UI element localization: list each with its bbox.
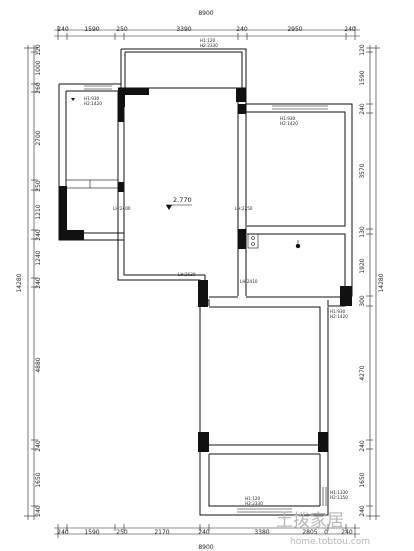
right-dim-seg-11: 240 [359,505,366,517]
bottom-dim-seg-8: 0 [324,529,328,536]
left-dim-seg-12: 1650 [35,472,42,487]
top-total-dim: 8900 [198,10,213,17]
right-dim-seg-10: 1650 [359,472,366,487]
beam-mid-label: LH:2630 [178,272,196,277]
bottom-dim-seg-2: 1590 [84,529,99,536]
columns [59,88,352,452]
right-total-dim: 14280 [378,273,385,292]
left-dim-seg-3: 260 [35,82,42,94]
right-dim-labels: 14280 120 1590 240 3570 130 1920 300 427… [359,44,385,517]
left-dim-seg-9: 240 [35,277,42,289]
left-window-h2: H2:1420 [84,101,102,106]
bottom-right-h1: H1:1330 [330,490,348,495]
top-window-h1: H1:120 [200,38,216,43]
bottom-dim-seg-4: 2170 [154,529,169,536]
bottom-dim-seg-6: 3380 [254,529,269,536]
beam-center-right-label: LH:2250 [235,206,253,211]
right-window-h1: H1:930 [280,116,296,121]
watermark-url: home.tobtou.com [290,537,370,547]
light-fixture-icon [295,240,301,249]
right-dim-seg-1: 120 [359,44,366,56]
left-dim-labels: 14280 120 1000 260 2700 250 1210 240 124… [16,44,42,517]
top-dim-seg-7: 240 [344,26,356,33]
top-dim-seg-4: 3390 [176,26,191,33]
right-dim-seg-8: 4270 [359,365,366,380]
top-dim-seg-2: 1590 [84,26,99,33]
right-dim-seg-4: 3570 [359,163,366,178]
left-dim-seg-7: 240 [35,229,42,241]
watermark: 土拨家居 home.tobtou.com [276,511,370,547]
bottom-dim-seg-5: 240 [198,529,210,536]
top-dim-seg-1: 240 [57,26,69,33]
right-dimension-chain [366,45,380,520]
bottom-window-h1: H1:120 [245,496,261,501]
left-dim-seg-2: 1000 [35,60,42,75]
right-dim-seg-7: 300 [359,295,366,307]
fixtures [65,179,327,506]
left-dimension-chain [24,45,38,520]
right-dim-seg-5: 130 [359,226,366,238]
left-dim-seg-6: 1210 [35,204,42,219]
left-dim-seg-8: 1240 [35,250,42,265]
beam-lower-label: LH:2410 [240,279,258,284]
left-window-h1: H1:930 [84,96,100,101]
bottom-right-h2: H2:1150 [330,495,348,500]
watermark-brand: 土拨家居 [276,511,344,531]
left-total-dim: 14280 [16,273,23,292]
right-dim-seg-9: 240 [359,440,366,452]
top-dimension-chain [54,26,360,40]
left-dim-seg-13: 240 [35,505,42,517]
level-marker-icon [166,205,172,210]
right-mid-window-h1: H1:930 [330,309,346,314]
bottom-window-h2: H2:2330 [245,501,263,506]
right-dim-seg-6: 1920 [359,258,366,273]
top-dim-seg-5: 240 [236,26,248,33]
small-lamp-icon [71,98,75,101]
bottom-total-dim: 8900 [198,544,213,551]
top-dim-seg-3: 250 [116,26,128,33]
windows [84,85,328,513]
left-dim-seg-1: 120 [35,44,42,56]
left-dim-seg-4: 2700 [35,130,42,145]
left-dim-seg-11: 240 [35,440,42,452]
right-dim-seg-3: 240 [359,103,366,115]
beam-left-label: LH:2400 [113,206,131,211]
left-dim-seg-5: 250 [35,180,42,192]
top-dim-seg-6: 2950 [287,26,302,33]
bottom-dim-seg-1: 240 [57,529,69,536]
bottom-dim-seg-9: 240 [341,529,353,536]
level-label: 2.770 [173,196,192,204]
bottom-dim-seg-3: 250 [116,529,128,536]
bottom-dimension-chain [54,524,360,538]
right-mid-window-h2: H2:1420 [330,314,348,319]
left-dim-seg-10: 4880 [35,357,42,372]
right-window-h2: H2:1420 [280,121,298,126]
bottom-dim-seg-7: 2805 [302,529,317,536]
right-dim-seg-2: 1590 [359,70,366,85]
top-window-h2: H2:2330 [200,43,218,48]
